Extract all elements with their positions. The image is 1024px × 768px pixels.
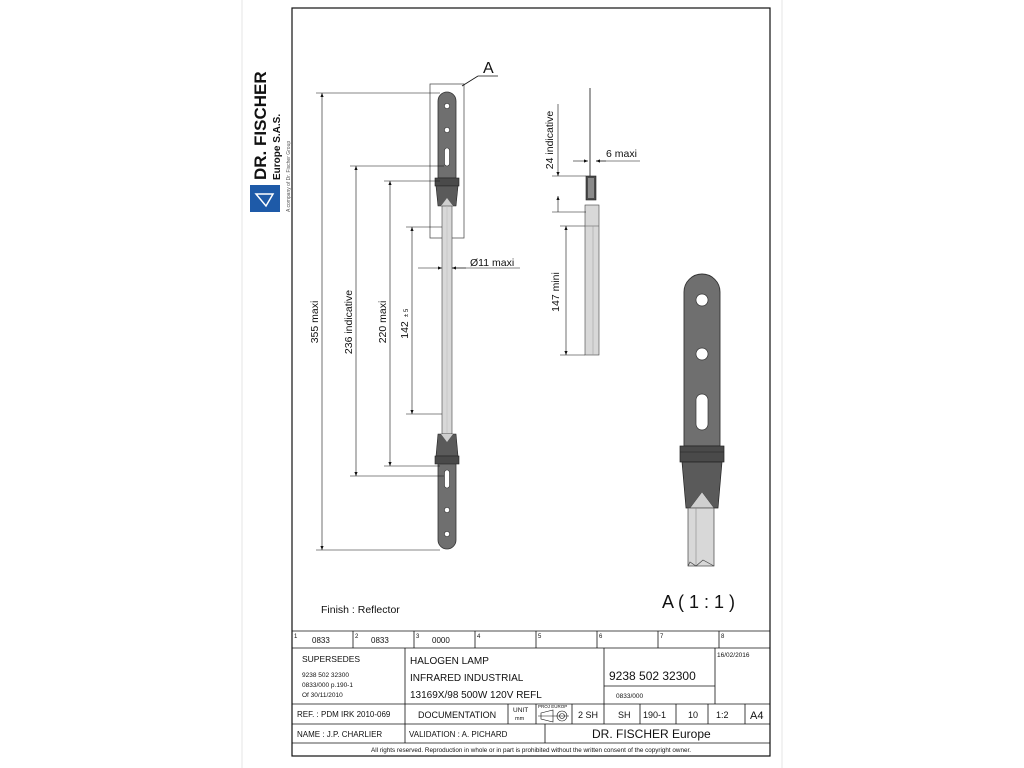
description-line: 13169X/98 500W 120V REFL [410,690,542,701]
description-line: HALOGEN LAMP [410,656,489,667]
drawing-date: 16/02/2016 [717,652,750,659]
logo-mark [250,185,280,212]
paper-format: A4 [750,710,763,722]
code-cell: 0833 [371,636,389,645]
top-tab-hole [444,127,450,133]
part-sub: 0833/000 [616,693,643,700]
finish-note: Finish : Reflector [321,604,400,616]
sheet-label: SH [618,710,631,720]
documentation-field: DOCUMENTATION [418,710,496,720]
part-number: 9238 502 32300 [609,669,696,683]
detail-tube [687,507,715,567]
validation-field: VALIDATION : A. PICHARD [409,730,508,739]
supersedes-line: 9238 502 32300 [302,672,349,679]
detail-view-label: A ( 1 : 1 ) [662,592,735,612]
side-dimension-lines [552,104,640,356]
detail-a-view [679,273,725,567]
dim-24-label: 24 indicative [544,111,556,170]
drawing-frame [291,7,771,757]
side-tube [584,204,600,356]
dim-142-tolerance: ± 5 [404,308,410,317]
logo-mark-icon [254,193,275,208]
detail-a-leader [461,75,479,87]
revision: 10 [688,710,698,720]
bottom-clamp [434,455,460,465]
bottom-tab-hole [444,507,450,513]
code-cell: 0000 [432,636,450,645]
copyright-notice: All rights reserved. Reproduction in who… [371,747,691,754]
front-dimension-lines [316,92,520,551]
logo-entity: Europe S.A.S. [272,114,283,180]
supersedes-line: Of 30/11/2010 [302,692,343,699]
logo-tagline: A company of Dr. Fischer Group [286,141,292,212]
top-mounting-tab [437,91,457,179]
bottom-tab-hole [444,531,450,537]
supersedes-label: SUPERSEDES [302,654,360,664]
ref-field: REF. : PDM IRK 2010-069 [297,710,391,719]
detail-clamp [679,445,725,463]
zone-number: 5 [538,634,542,640]
detail-pinch-seal [681,461,723,509]
top-tab-hole [444,103,450,109]
sheet-value: 190-1 [643,710,666,720]
dim-6-label: 6 maxi [606,148,637,160]
detail-tab-slot [695,393,709,431]
company-logo: DR. FISCHER Europe S.A.S. A company of D… [250,71,292,212]
scale: 1:2 [716,710,729,720]
top-seal-tip [441,198,453,206]
zone-number: 7 [660,634,664,640]
sheet-count: 2 SH [578,710,598,720]
dim-236-label: 236 indicative [343,290,355,354]
code-cell: 0833 [312,636,330,645]
company-name: DR. FISCHER Europe [592,727,711,741]
projection-label: PROJ EUROP [538,704,567,709]
bottom-mounting-tab [437,463,457,550]
top-pinch-seal [435,185,459,207]
detail-tab-hole [695,347,709,361]
zone-number: 2 [355,634,359,640]
description-line: INFRARED INDUSTRIAL [410,673,524,684]
unit-label: UNIT [513,707,528,714]
dim-diameter-label: Ø11 maxi [470,257,514,269]
unit-value: mm [515,716,525,722]
zone-number: 8 [721,634,725,640]
detail-a-label: A [483,60,494,77]
zone-number: 1 [294,634,298,640]
dim-overall-label: 355 maxi [309,301,321,344]
top-clamp [434,177,460,187]
bottom-tab-slot [444,469,450,489]
zone-number: 6 [599,634,603,640]
zone-number: 4 [477,634,481,640]
zone-number: 3 [416,634,420,640]
projection-symbol-icon [538,709,569,723]
top-tab-slot [444,147,450,167]
name-field: NAME : J.P. CHARLIER [297,730,382,739]
dim-147-label: 147 mini [550,272,562,312]
supersedes-line: 0833/000 p.190-1 [302,682,353,689]
detail-break-line [687,559,715,567]
side-clamp-inner [588,178,594,198]
detail-tab-hole [695,293,709,307]
bottom-seal-tip [441,434,453,442]
lamp-front-view [434,91,460,550]
dim-220-label: 220 maxi [377,301,389,344]
dim-142-label: 142 [399,321,411,339]
logo-brand: DR. FISCHER [251,71,270,180]
title-block-grid [292,630,770,744]
lamp-side-view [584,88,600,356]
